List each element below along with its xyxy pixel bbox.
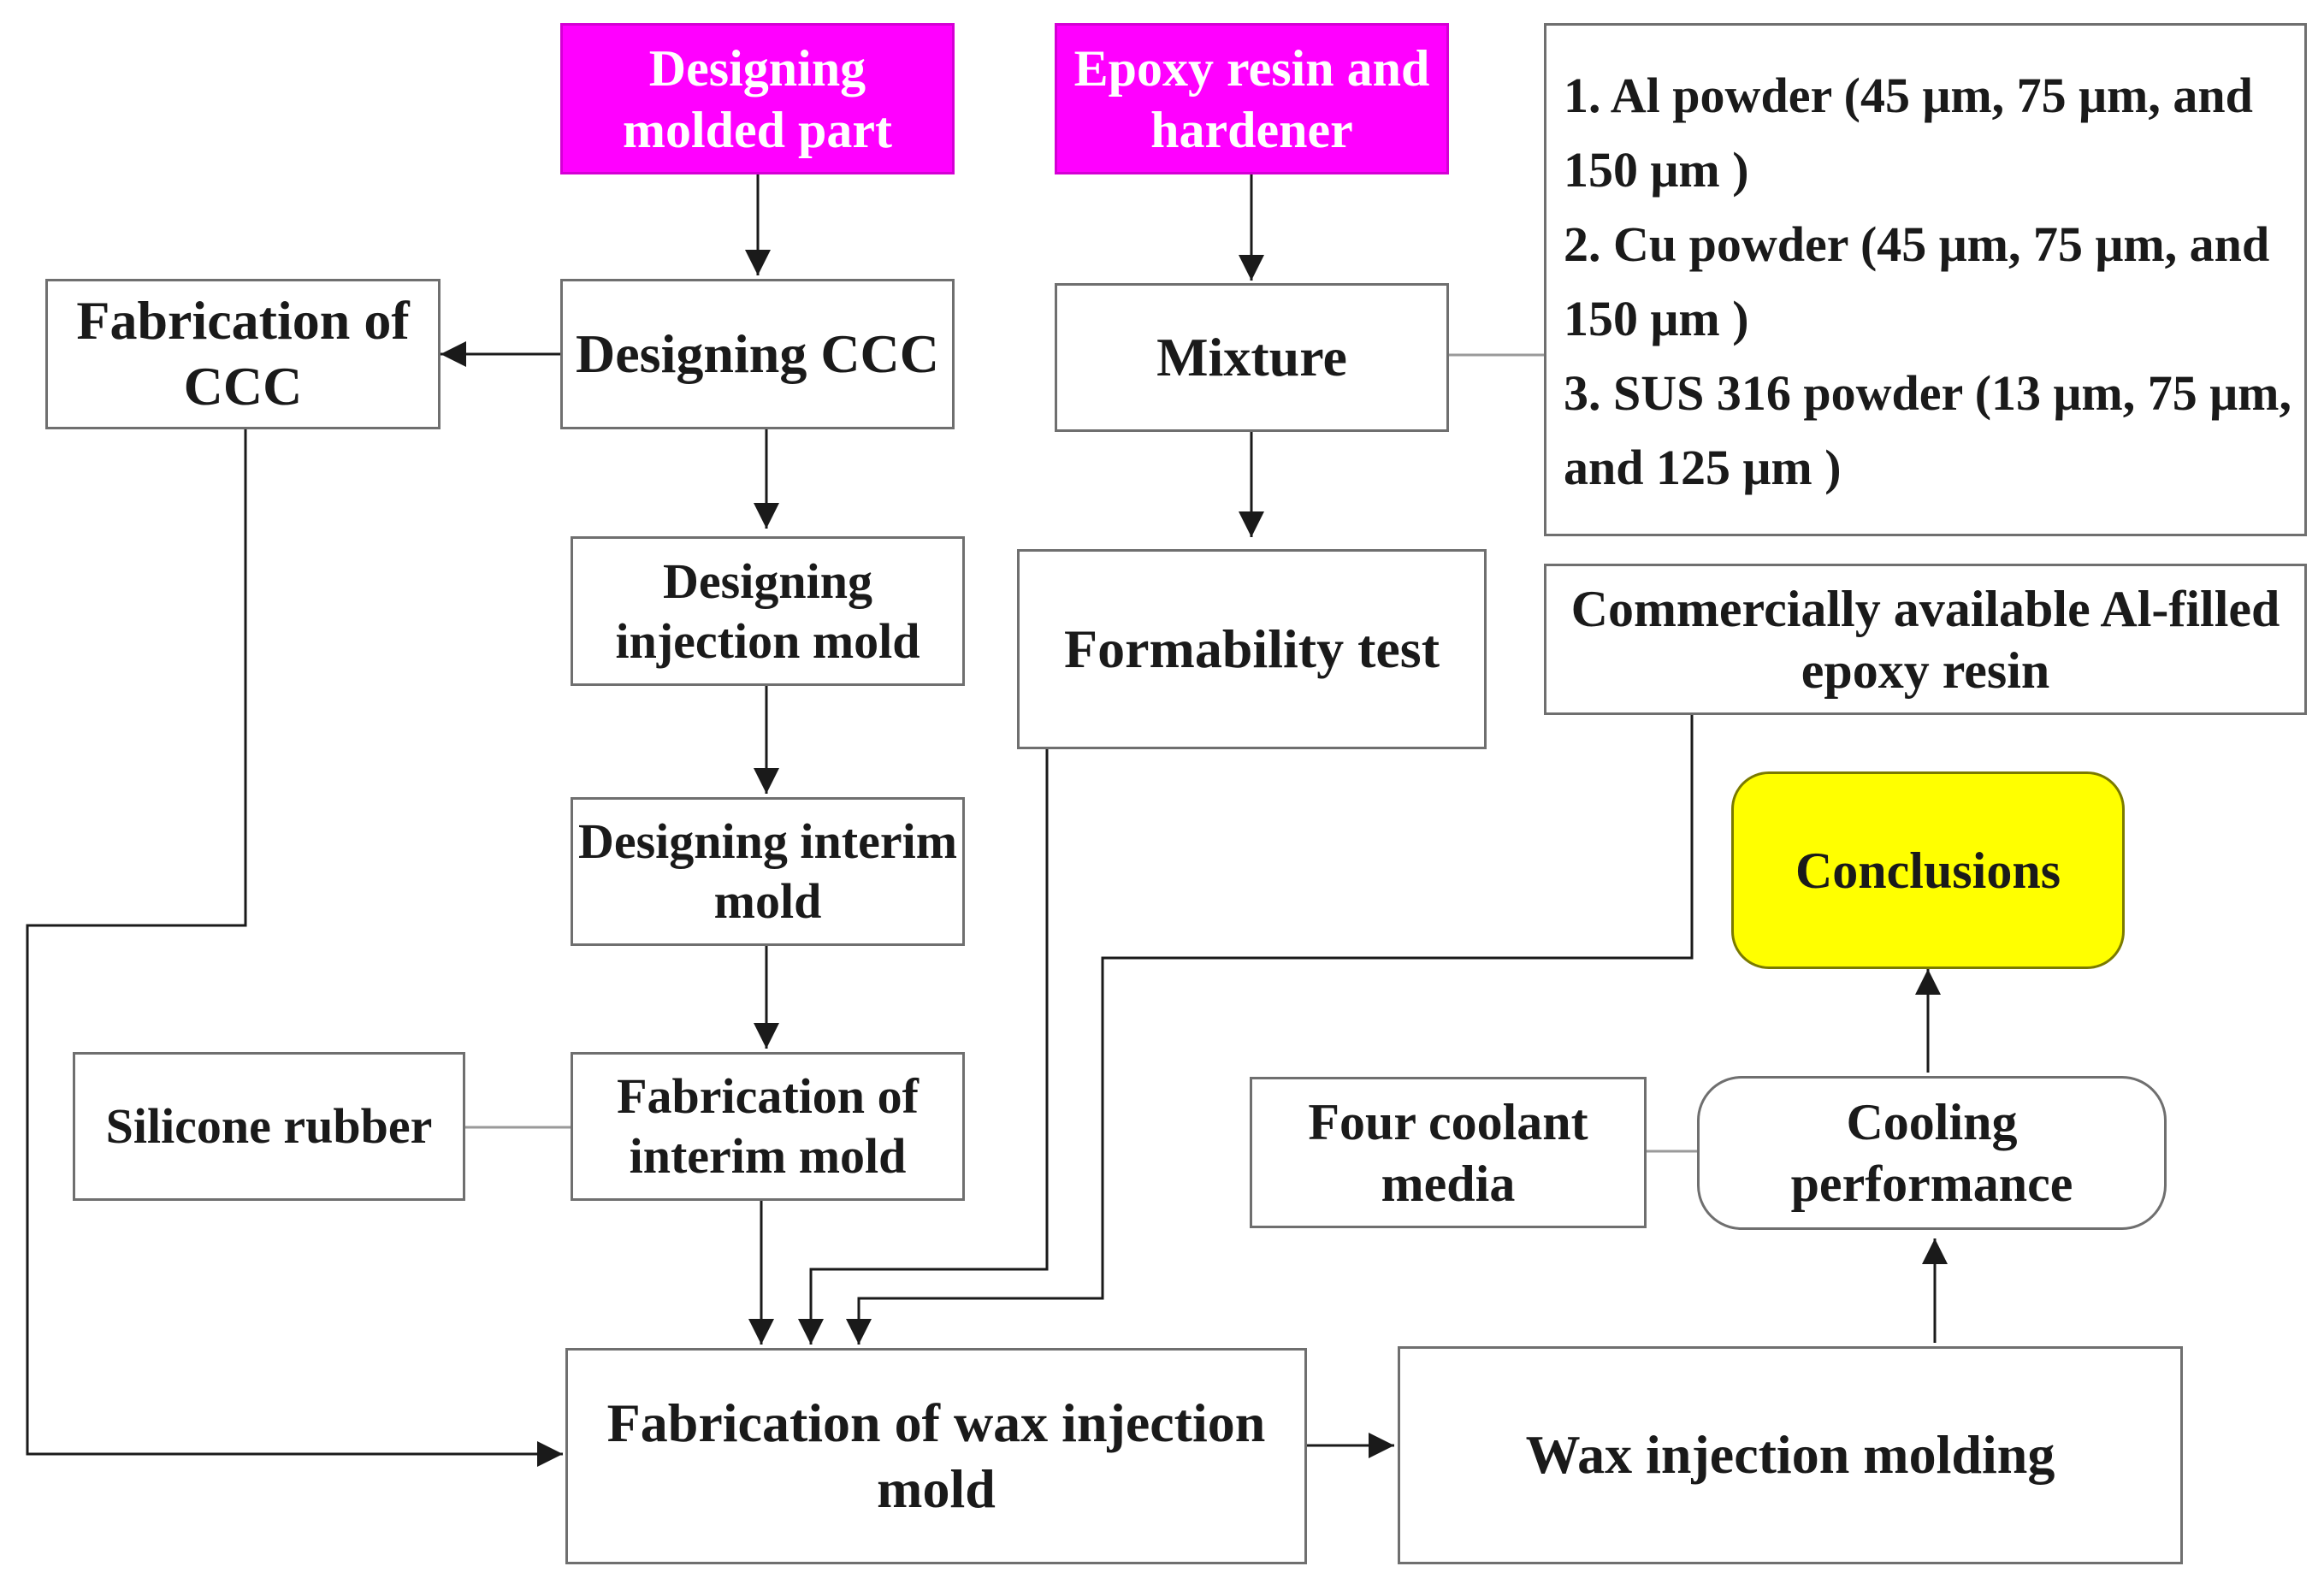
line-fab-ccc-to-wax-mold xyxy=(26,429,563,1467)
powder-item-al: 1. Al powder (45 μm, 75 μm, and 150 μm ) xyxy=(1564,68,2253,198)
node-powders-list: 1. Al powder (45 μm, 75 μm, and 150 μm )… xyxy=(1544,23,2307,536)
powder-item-sus316: 3. SUS 316 powder (13 μm, 75 μm, and 125… xyxy=(1564,365,2291,495)
node-designing-ccc: Designing CCC xyxy=(560,279,955,429)
node-designing-injection-mold: Designing injection mold xyxy=(571,536,965,686)
node-designing-molded-part: Designing molded part xyxy=(560,23,955,174)
node-cooling-performance: Cooling performance xyxy=(1697,1076,2167,1230)
node-mixture: Mixture xyxy=(1055,283,1449,432)
node-four-coolant-media: Four coolant media xyxy=(1250,1077,1647,1228)
node-fabrication-ccc: Fabrication of CCC xyxy=(45,279,441,429)
node-wax-injection-molding: Wax injection molding xyxy=(1398,1346,2183,1564)
line-formability-to-wax-mold xyxy=(798,749,1049,1345)
node-silicone-rubber: Silicone rubber xyxy=(73,1052,465,1201)
node-conclusions: Conclusions xyxy=(1731,771,2125,969)
node-designing-interim-mold: Designing interim mold xyxy=(571,797,965,946)
node-commercial-epoxy: Commercially available Al-filled epoxy r… xyxy=(1544,564,2307,715)
line-commercial-epoxy-to-wax-mold xyxy=(846,715,1694,1345)
node-epoxy-resin-hardener: Epoxy resin and hardener xyxy=(1055,23,1449,174)
node-fabrication-interim-mold: Fabrication of interim mold xyxy=(571,1052,965,1201)
powder-item-cu: 2. Cu powder (45 μm, 75 μm, and 150 μm ) xyxy=(1564,216,2270,346)
node-formability-test: Formability test xyxy=(1017,549,1487,749)
node-fabrication-wax-mold: Fabrication of wax injection mold xyxy=(565,1348,1307,1564)
